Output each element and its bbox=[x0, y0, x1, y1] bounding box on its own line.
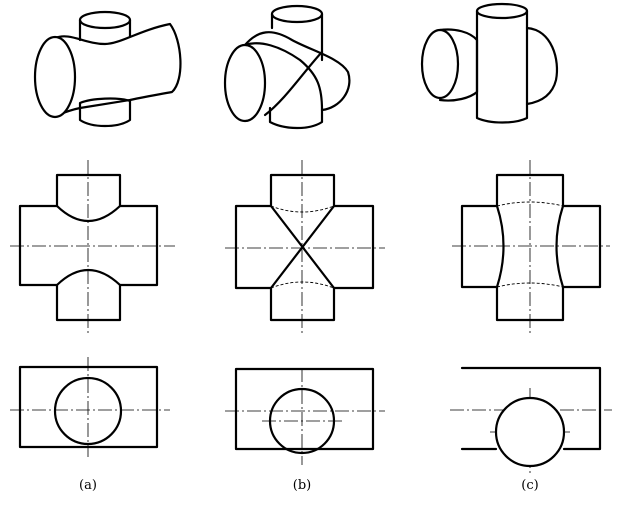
iso-a-top-sides bbox=[78, 18, 132, 42]
isometric-c bbox=[420, 2, 558, 124]
iso-a-top-ellipse bbox=[78, 10, 132, 30]
top-a-rectangle bbox=[18, 365, 159, 449]
isometric-a bbox=[33, 10, 182, 128]
front-c-bottom-hidden-curve bbox=[496, 282, 564, 288]
top-c-circle bbox=[494, 396, 566, 468]
front-b-outline bbox=[234, 173, 375, 322]
front-b-top-hidden-curve bbox=[270, 205, 335, 213]
iso-c-horizontal-body bbox=[438, 28, 479, 102]
caption-c: (c) bbox=[521, 478, 539, 493]
iso-c-top-ellipse bbox=[475, 2, 529, 20]
iso-a-front-ellipse bbox=[33, 35, 77, 119]
front-view-c bbox=[452, 160, 610, 335]
top-view-c bbox=[450, 366, 612, 475]
front-c-top-hidden-curve bbox=[496, 201, 564, 207]
front-b-bottom-hidden-curve bbox=[270, 281, 335, 289]
iso-a-bottom-cylinder bbox=[78, 97, 132, 128]
iso-c-vertical-body bbox=[475, 9, 529, 124]
top-view-a bbox=[10, 357, 170, 457]
iso-b-front-ellipse bbox=[223, 43, 267, 123]
iso-b-curve-1 bbox=[243, 42, 324, 112]
top-a-circle bbox=[53, 376, 123, 446]
top-b-rectangle bbox=[234, 367, 375, 451]
iso-b-curve-2 bbox=[263, 50, 324, 117]
front-a-top-intersection-curve bbox=[55, 204, 122, 222]
caption-b: (b) bbox=[292, 478, 312, 493]
iso-b-bottom-cylinder bbox=[268, 106, 324, 130]
top-c-rectangle bbox=[460, 366, 602, 451]
iso-c-right-bulge bbox=[525, 26, 558, 106]
front-b-cross-intersection bbox=[269, 204, 336, 290]
top-b-circle bbox=[268, 387, 336, 455]
front-c-left-intersection-curve bbox=[495, 204, 505, 289]
front-a-bottom-intersection-curve bbox=[55, 269, 122, 287]
iso-c-front-ellipse bbox=[420, 28, 460, 100]
front-c-outline bbox=[460, 173, 602, 322]
front-c-right-intersection-curve bbox=[555, 204, 565, 289]
isometric-b bbox=[223, 4, 351, 130]
caption-a: (a) bbox=[79, 478, 97, 493]
front-view-b bbox=[225, 160, 385, 335]
iso-b-right-bulge bbox=[243, 31, 351, 112]
top-view-b bbox=[225, 367, 385, 465]
iso-b-top-ellipse bbox=[270, 4, 324, 24]
front-a-outline bbox=[18, 173, 159, 322]
front-view-a bbox=[10, 160, 175, 335]
